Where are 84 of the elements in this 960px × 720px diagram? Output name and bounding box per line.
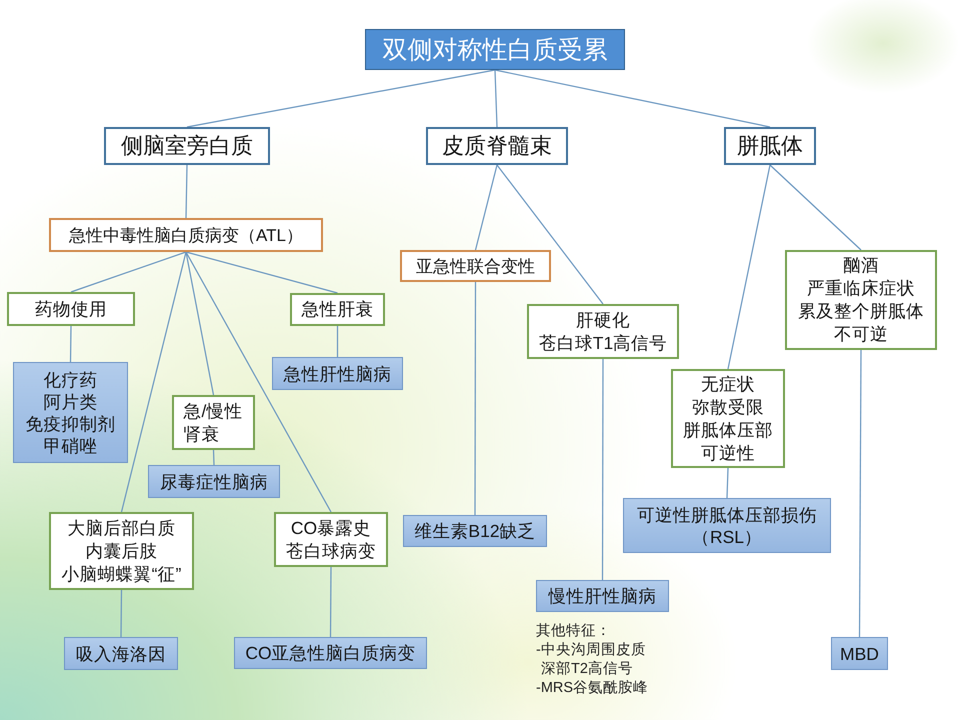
condition-label: CO暴露史 [290,516,372,540]
subtype-box [49,218,323,252]
condition-label: 可逆性 [701,442,755,464]
condition-label: 累及整个胼胝体 [798,300,924,323]
condition-label: 无症状 [701,372,755,396]
condition-label: 弥散受限 [692,396,764,418]
condition-box [527,304,679,359]
connector-line [70,326,72,362]
diagnosis-box [403,515,547,547]
condition-box [172,395,255,450]
diagnosis-label: 慢性肝性脑病 [548,585,656,607]
condition-label: 严重临床症状 [807,277,915,300]
diagnosis-label: MBD [840,642,879,664]
condition-label: 肝硬化 [576,308,630,332]
condition-label: 酗酒 [843,254,879,277]
category-box [104,127,270,165]
diagnosis-box [234,637,427,669]
heading-text: 双侧对称性白质受累 [382,35,608,66]
connector-line [185,252,214,396]
condition-label: 大脑后部白质 [68,516,176,540]
connector-line [120,590,122,637]
condition-label: 不可逆 [834,323,888,346]
diagnosis-label: CO亚急性脑白质病变 [245,642,416,664]
connector-line [185,252,332,512]
connector-line [727,164,771,370]
diagnosis-box [148,465,280,498]
connector-line [186,69,496,128]
connector-line [770,164,862,250]
diagnosis-box [536,580,669,612]
note-text: 其他特征： [536,622,612,641]
category-box [724,127,816,165]
condition-box [7,292,135,326]
condition-label: 药物使用 [35,298,107,320]
diagnosis-label: 免疫抑制剂 [26,412,116,434]
connector-line [120,252,187,512]
condition-box [274,512,388,567]
connector-line [336,326,338,357]
connector-line [858,350,862,637]
condition-label: 急/慢性肾衰 [184,400,244,446]
connector-line [474,164,498,250]
connector-line [474,282,476,515]
subtype-label: 亚急性联合变性 [416,256,535,278]
connector-line [494,70,498,128]
diagnosis-box [64,637,178,670]
subtype-box [400,250,551,282]
diagnosis-box [831,637,888,670]
diagnosis-label: 化疗药 [44,368,98,390]
heading-box [365,29,625,70]
note-text: -中央沟周围皮质深部T2高信号 [536,641,647,679]
category-label: 皮质脊髓束 [442,132,552,160]
connector-line [186,251,338,294]
category-label: 胼胝体 [737,132,803,160]
diagnosis-box [623,498,831,553]
condition-box [671,369,785,468]
condition-label: 内囊后肢 [86,540,158,562]
diagnosis-box [272,357,403,390]
condition-box [49,512,194,590]
diagnosis-label: 急性肝性脑病 [284,362,392,384]
diagnosis-label: 吸入海洛因 [76,642,166,664]
diagnosis-label: 尿毒症性脑病 [160,470,268,492]
diagnosis-label: 甲硝唑 [44,434,98,456]
subtype-label: 急性中毒性脑白质病变（ATL） [69,224,303,246]
condition-label: 苍白球病变 [286,540,376,562]
connector-line [496,164,604,304]
condition-label: 急性肝衰 [302,298,374,321]
condition-label: 小脑蝴蝶翼“征” [62,562,182,586]
condition-box [290,293,385,326]
connector-line [70,251,186,293]
connector-line [185,164,188,218]
diagnosis-label: 维生素B12缺乏 [414,520,536,542]
diagnosis-label: 阿片类 [44,390,98,412]
condition-label: 胼胝体压部 [683,418,773,442]
category-box [426,127,568,165]
diagnosis-box [13,362,128,463]
connector-line [602,359,604,580]
connector-line [726,468,729,498]
condition-label: 苍白球T1高信号 [538,332,668,354]
category-label: 侧脑室旁白质 [121,132,253,160]
connector-line [330,567,332,637]
condition-box [785,250,937,350]
connector-line [212,450,215,466]
connector-line [494,69,770,128]
diagnosis-label: 可逆性胼胝体压部损伤（RSL） [636,504,818,548]
note-text: -MRS谷氨酰胺峰 [536,679,650,698]
